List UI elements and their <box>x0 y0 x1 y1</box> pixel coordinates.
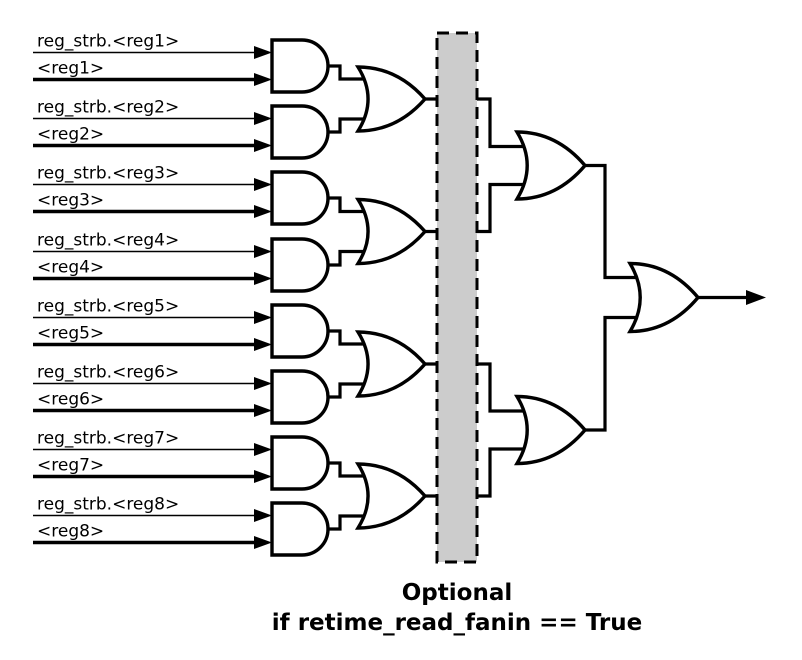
wire-or-l2-2-to-final <box>583 315 642 432</box>
input-arrowhead <box>254 139 272 152</box>
wire-and5-to-or <box>326 329 370 346</box>
input-arrowhead <box>254 338 272 351</box>
input-arrowhead <box>254 443 272 456</box>
input-arrowhead <box>254 272 272 285</box>
input-label-strobe-3: reg_strb.<reg3> <box>37 164 179 184</box>
input-arrowhead <box>254 404 272 417</box>
input-label-signal-5: <reg5> <box>37 324 104 344</box>
and-gate-4 <box>270 237 330 293</box>
or-gate-final <box>626 261 701 334</box>
wire-and2-to-or <box>326 117 370 134</box>
wire-and7-to-or <box>326 461 370 478</box>
or-gate-l2-1 <box>513 130 588 201</box>
caption-optional: Optional <box>402 580 512 606</box>
input-arrowhead <box>254 46 272 59</box>
wire-and4-to-or <box>326 249 370 267</box>
wire-and1-to-or <box>326 64 370 81</box>
input-arrowhead <box>254 377 272 390</box>
input-label-strobe-8: reg_strb.<reg8> <box>37 495 179 515</box>
and-gate-8 <box>270 501 330 557</box>
wire-and3-to-or <box>326 196 370 214</box>
input-label-signal-2: <reg2> <box>37 125 104 145</box>
input-arrowhead <box>254 178 272 191</box>
input-arrowhead <box>254 112 272 125</box>
input-label-strobe-2: reg_strb.<reg2> <box>37 98 179 118</box>
and-gate-5 <box>270 303 330 359</box>
wire-or-l2-1-to-final <box>583 163 642 280</box>
and-gate-1 <box>270 38 330 94</box>
input-label-signal-8: <reg8> <box>37 522 104 542</box>
input-label-signal-4: <reg4> <box>37 258 104 278</box>
and-gate-6 <box>270 369 330 425</box>
input-label-signal-1: <reg1> <box>37 59 104 79</box>
input-label-strobe-7: reg_strb.<reg7> <box>37 429 179 449</box>
caption-retime-condition: if retime_read_fanin == True <box>272 610 642 636</box>
or-gate-l1-3 <box>354 330 428 398</box>
input-label-signal-6: <reg6> <box>37 390 104 410</box>
input-label-signal-7: <reg7> <box>37 456 104 476</box>
input-label-strobe-6: reg_strb.<reg6> <box>37 363 179 383</box>
input-arrowhead <box>254 73 272 86</box>
input-label-strobe-4: reg_strb.<reg4> <box>37 231 179 251</box>
input-arrowhead <box>254 509 272 522</box>
optional-retime-region <box>435 31 479 564</box>
input-arrowhead <box>254 470 272 483</box>
input-arrowhead <box>254 536 272 549</box>
and-gate-2 <box>270 104 330 160</box>
input-label-strobe-5: reg_strb.<reg5> <box>37 297 179 317</box>
input-arrowhead <box>254 205 272 218</box>
input-arrowhead <box>254 245 272 258</box>
or-gate-l1-2 <box>354 197 428 266</box>
input-label-signal-3: <reg3> <box>37 191 104 211</box>
wire-and6-to-or <box>326 382 370 399</box>
or-gate-l2-2 <box>513 394 588 466</box>
and-gate-3 <box>270 170 330 226</box>
input-arrowhead <box>254 311 272 324</box>
output-arrowhead <box>746 290 766 305</box>
or-gate-l1-1 <box>354 65 428 133</box>
or-gate-l1-4 <box>354 462 428 530</box>
input-label-strobe-1: reg_strb.<reg1> <box>37 32 179 52</box>
wire-and8-to-or <box>326 514 370 531</box>
and-gate-7 <box>270 435 330 491</box>
